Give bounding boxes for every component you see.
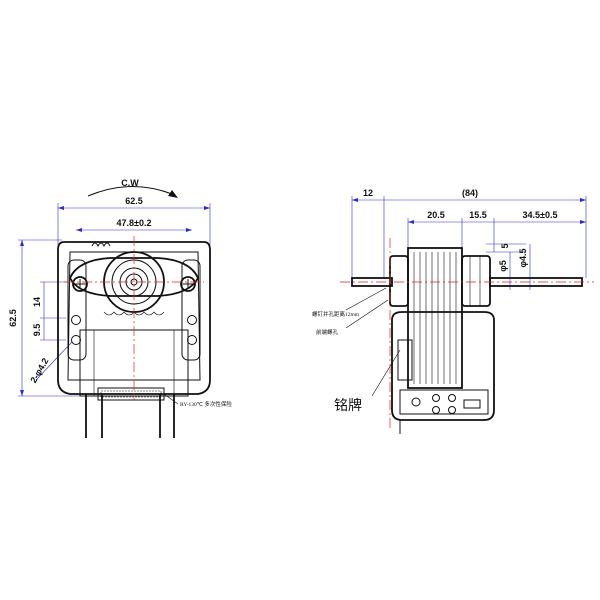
mount-hole-icon bbox=[187, 335, 197, 345]
dim-b: 15.5 bbox=[469, 210, 487, 220]
terminal-icon bbox=[411, 397, 421, 407]
dim-small: 5 bbox=[500, 243, 510, 248]
front-view: C.W 62.5 47.8±0.2 62.5 14 9.5 2-φ4.2 bbox=[8, 178, 232, 438]
screw-icon bbox=[180, 276, 196, 292]
nameplate bbox=[399, 389, 489, 415]
dim-hole-dia: 2-φ4.2 bbox=[28, 356, 50, 384]
note-cutout: 前端螺孔 bbox=[316, 328, 339, 336]
mount-hole-icon bbox=[71, 335, 81, 345]
terminal-icon bbox=[432, 394, 440, 402]
terminal-icon bbox=[448, 406, 456, 414]
screw-icon bbox=[72, 276, 88, 292]
rotation-label: C.W bbox=[121, 178, 139, 188]
dim-c: 34.5±0.5 bbox=[523, 210, 558, 220]
terminal-icon bbox=[432, 406, 440, 414]
lamination-lines bbox=[413, 252, 457, 384]
dim-hole-offset: 14 bbox=[32, 297, 42, 307]
mount-hole-icon bbox=[71, 315, 81, 325]
stator-stack bbox=[407, 247, 463, 389]
dim-top-width: 62.5 bbox=[125, 196, 143, 206]
dim-shaft-dia-2: φ4.5 bbox=[518, 249, 528, 268]
motor-yoke bbox=[69, 257, 199, 297]
dim-shaft-dia-1: φ5 bbox=[498, 260, 508, 271]
terminal-icon bbox=[448, 394, 456, 402]
dim-a: 20.5 bbox=[427, 210, 445, 220]
front-bracket bbox=[57, 241, 211, 395]
side-bracket bbox=[391, 311, 495, 421]
bearing-right bbox=[461, 255, 491, 307]
dim-overall: (84) bbox=[462, 188, 478, 198]
rotation-arrow-icon bbox=[87, 186, 178, 198]
note-screw: 螺钉并孔距离12mm bbox=[312, 310, 360, 318]
terminal-icon bbox=[463, 399, 481, 409]
side-view: (84) 12 20.5 15.5 34.5±0.5 5 φ5 φ4.5 bbox=[312, 188, 594, 434]
mount-hole-icon bbox=[187, 315, 197, 325]
nameplate-label: 铭牌 bbox=[334, 397, 362, 414]
fuse-note: RY-130℃ 多次性保险 bbox=[180, 400, 232, 408]
shaft-left bbox=[351, 277, 393, 287]
dim-hole-spacing: 9.5 bbox=[32, 324, 42, 337]
dim-shaft-ext: 12 bbox=[363, 188, 373, 198]
dim-left-height: 62.5 bbox=[8, 309, 18, 327]
dim-mount-spacing: 47.8±0.2 bbox=[117, 218, 152, 228]
